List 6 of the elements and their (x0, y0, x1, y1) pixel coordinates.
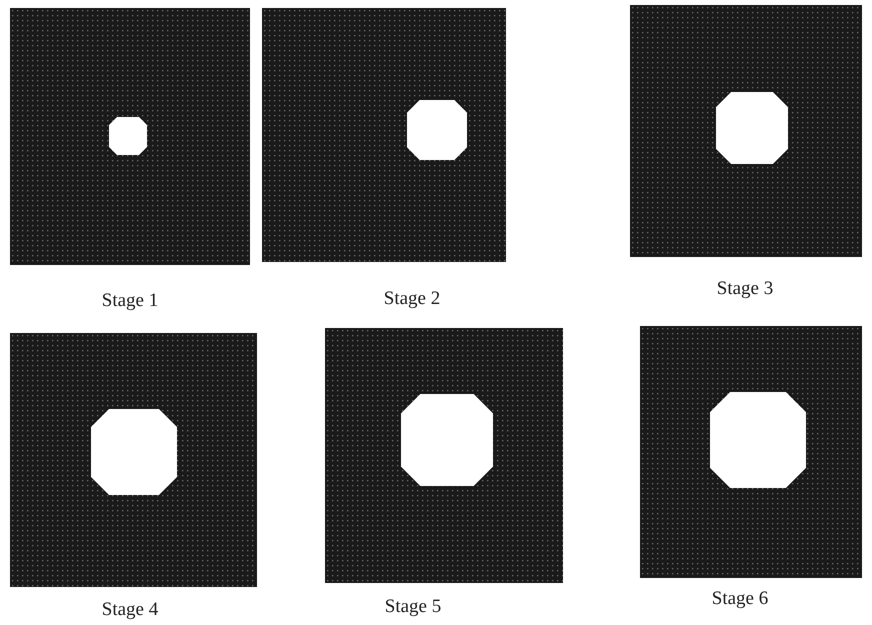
stage-label: Stage 5 (384, 596, 442, 618)
stage-label: Stage 6 (712, 588, 768, 610)
stage-label: Stage 2 (384, 288, 440, 310)
stage-label: Stage 3 (716, 278, 774, 300)
stage-label: Stage 4 (102, 599, 158, 621)
stage-label: Stage 1 (102, 290, 158, 312)
